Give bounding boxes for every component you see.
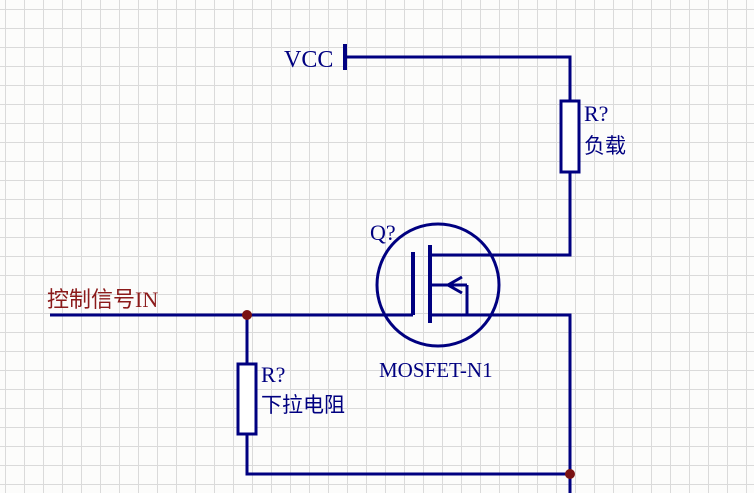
pulldown-resistor-body: [236, 362, 258, 436]
mosfet-ref: Q?: [370, 220, 396, 245]
wire-load-to-drain: [432, 172, 572, 257]
input-signal-label: 控制信号IN: [47, 287, 158, 312]
wire-pulldown-bottom: [245, 434, 570, 476]
vcc-label: VCC: [284, 47, 333, 73]
mosfet-arrow: [444, 275, 463, 295]
wire-vcc-to-load: [345, 55, 572, 101]
load-resistor-body: [559, 99, 581, 174]
mosfet-name: MOSFET-N1: [379, 358, 493, 382]
load-resistor-value: 负载: [584, 134, 626, 158]
load-resistor-ref: R?: [584, 101, 608, 126]
junction-dot-gate-node: [242, 310, 252, 320]
wire-source-to-ground: [430, 313, 572, 493]
pulldown-resistor-value: 下拉电阻: [261, 393, 345, 417]
junction-dot-ground-node: [565, 469, 575, 479]
pulldown-resistor-ref: R?: [261, 362, 285, 387]
mosfet-body-circle: [375, 222, 501, 348]
